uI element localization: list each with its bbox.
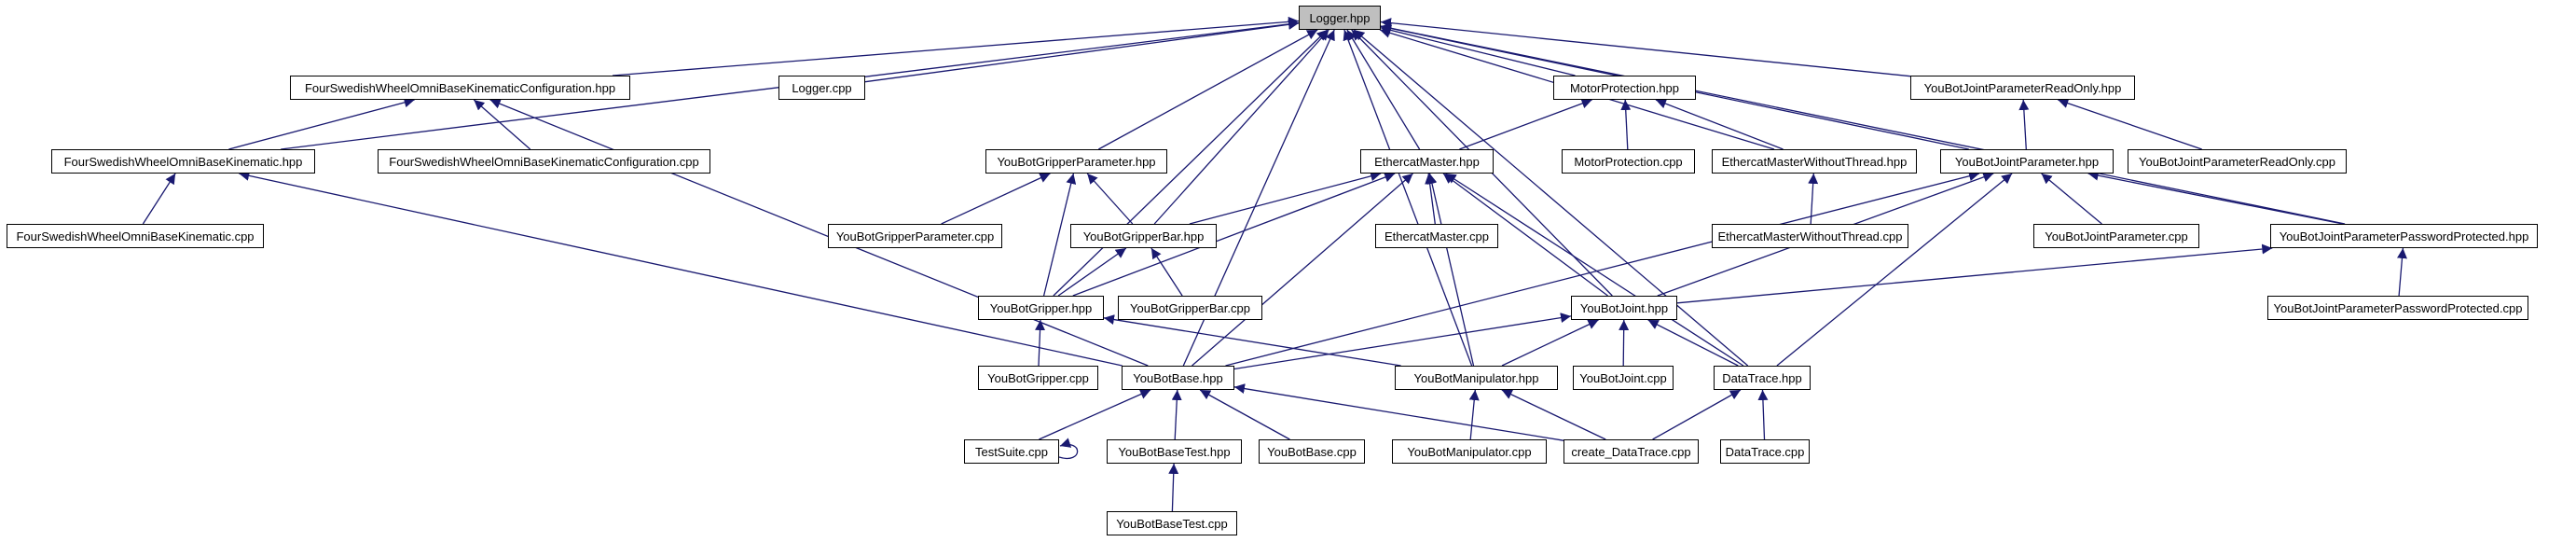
- edge-ybjppp_cpp-to-ybjppp_hpp: [2396, 247, 2407, 297]
- node-youbotjoint-cpp[interactable]: YouBotJoint.cpp: [1573, 366, 1674, 390]
- edge-ybjpro_hpp-to-logger_hpp: [1380, 18, 1911, 77]
- edge-ybj_cpp-to-ybj_hpp: [1619, 319, 1630, 367]
- node-logger-hpp[interactable]: Logger.hpp: [1299, 6, 1381, 30]
- edge-ybbt_hpp-to-ybb_hpp: [1171, 389, 1182, 440]
- edge-ybm_hpp-to-ybg_hpp: [1103, 314, 1401, 367]
- node-youbotmanipulator-hpp[interactable]: YouBotManipulator.hpp: [1395, 366, 1558, 390]
- edge-ybjppp_hpp-to-logger_hpp: [1380, 22, 2346, 225]
- node-youbotjointparameter-hpp[interactable]: YouBotJointParameter.hpp: [1940, 149, 2114, 174]
- edge-ybg_cpp-to-ybg_hpp: [1035, 319, 1046, 367]
- edge-ethmaster_hpp-to-logger_hpp: [1346, 29, 1421, 150]
- edge-cdt_cpp-to-ybm_hpp: [1501, 389, 1606, 440]
- node-motorprotection-cpp[interactable]: MotorProtection.cpp: [1562, 149, 1695, 174]
- edge-motorprot_cpp-to-motorprot_hpp: [1620, 99, 1632, 150]
- node-create-datatrace-cpp[interactable]: create_DataTrace.cpp: [1564, 439, 1699, 464]
- node-youbotbasetest-cpp[interactable]: YouBotBaseTest.cpp: [1107, 511, 1237, 535]
- edge-ybgp_cpp-to-ybgp_hpp: [941, 173, 1051, 225]
- edge-ybjp_cpp-to-ybjp_hpp: [2041, 173, 2102, 225]
- edge-ybm_cpp-to-ybm_hpp: [1468, 389, 1480, 440]
- node-datatrace-cpp[interactable]: DataTrace.cpp: [1720, 439, 1810, 464]
- edge-ybgb_cpp-to-ybgb_hpp: [1150, 247, 1183, 297]
- node-youbotgripperparameter-hpp[interactable]: YouBotGripperParameter.hpp: [985, 149, 1167, 174]
- edge-dt_cpp-to-dt_hpp: [1757, 389, 1769, 440]
- edge-ybb_hpp-to-fswobk_hpp: [239, 170, 1123, 367]
- node-ethercatmasterwithoutthread-hpp[interactable]: EthercatMasterWithoutThread.hpp: [1712, 149, 1917, 174]
- edge-ybg_hpp-to-ybgp_hpp: [1042, 173, 1077, 297]
- edge-ybb_hpp-to-ybjp_hpp: [1225, 171, 1980, 367]
- node-datatrace-hpp[interactable]: DataTrace.hpp: [1714, 366, 1811, 390]
- edge-fswobkc_cpp-to-fswobkc_hpp: [473, 99, 531, 150]
- edge-ybb_hpp-to-fswobkc_hpp: [489, 99, 1149, 367]
- edge-ybb_hpp-to-ybj_hpp: [1233, 313, 1572, 370]
- node-youbotbase-cpp[interactable]: YouBotBase.cpp: [1259, 439, 1365, 464]
- edge-ybbt_cpp-to-ybbt_hpp: [1168, 463, 1179, 512]
- edge-ybgb_hpp-to-ethmaster_hpp: [1189, 171, 1382, 225]
- edge-ybg_hpp-to-ethmaster_hpp: [1072, 172, 1396, 297]
- node-fswobkc-hpp[interactable]: FourSwedishWheelOmniBaseKinematicConfigu…: [290, 76, 630, 100]
- node-youbotjointparameter-cpp[interactable]: YouBotJointParameter.cpp: [2033, 224, 2199, 248]
- node-fswobkc-cpp[interactable]: FourSwedishWheelOmniBaseKinematicConfigu…: [378, 149, 710, 174]
- edge-ybg_hpp-to-ybgb_hpp: [1057, 247, 1127, 297]
- edge-ethmaster_hpp-to-motorprot_hpp: [1459, 98, 1592, 150]
- edge-fswobkc_hpp-to-logger_hpp: [612, 16, 1300, 76]
- edge-motorprot_hpp-to-logger_hpp: [1380, 25, 1576, 76]
- edge-dt_hpp-to-ybj_hpp: [1647, 319, 1739, 367]
- node-youbotgripperbar-cpp[interactable]: YouBotGripperBar.cpp: [1118, 296, 1262, 320]
- node-youbotjointparameterreadonly-cpp[interactable]: YouBotJointParameterReadOnly.cpp: [2128, 149, 2347, 174]
- edge-fswobk_cpp-to-fswobk_hpp: [142, 173, 176, 225]
- node-logger-cpp[interactable]: Logger.cpp: [778, 76, 865, 100]
- node-ethercatmaster-cpp[interactable]: EthercatMaster.cpp: [1375, 224, 1498, 248]
- node-youbotmanipulator-cpp[interactable]: YouBotManipulator.cpp: [1392, 439, 1547, 464]
- edge-ybgb_hpp-to-ybgp_hpp: [1086, 173, 1134, 225]
- edge-emwt_hpp-to-motorprot_hpp: [1655, 98, 1784, 150]
- node-youbotgripper-hpp[interactable]: YouBotGripper.hpp: [978, 296, 1104, 320]
- edge-ts_cpp-to-ts_cpp: [1058, 438, 1079, 460]
- node-youbotjoint-hpp[interactable]: YouBotJoint.hpp: [1571, 296, 1677, 320]
- edge-ts_cpp-to-ybb_hpp: [1039, 389, 1151, 440]
- edge-cdt_cpp-to-ybb_hpp: [1233, 383, 1564, 441]
- node-youbotbase-hpp[interactable]: YouBotBase.hpp: [1122, 366, 1234, 390]
- edge-ybm_hpp-to-logger_hpp: [1343, 29, 1473, 367]
- edge-dt_hpp-to-ethmaster_hpp: [1445, 173, 1744, 367]
- edge-ybjppp_hpp-to-ybjp_hpp: [2087, 170, 2343, 225]
- edge-fswobk_hpp-to-fswobkc_hpp: [228, 97, 415, 150]
- edge-ybgp_hpp-to-logger_hpp: [1097, 29, 1318, 150]
- edge-ybm_hpp-to-ybj_hpp: [1501, 319, 1599, 367]
- node-fswobk-hpp[interactable]: FourSwedishWheelOmniBaseKinematic.hpp: [51, 149, 315, 174]
- edge-ybg_hpp-to-logger_hpp: [1053, 29, 1329, 297]
- node-testsuite-cpp[interactable]: TestSuite.cpp: [964, 439, 1059, 464]
- node-youbotgripper-cpp[interactable]: YouBotGripper.cpp: [978, 366, 1098, 390]
- node-youbotjointparameterpasswordprotected-hpp[interactable]: YouBotJointParameterPasswordProtected.hp…: [2270, 224, 2538, 248]
- edge-logger_cpp-to-logger_hpp: [864, 19, 1300, 83]
- edge-emwt_cpp-to-emwt_hpp: [1808, 173, 1819, 225]
- node-youbotgripperbar-hpp[interactable]: YouBotGripperBar.hpp: [1070, 224, 1217, 248]
- edge-ybjpro_cpp-to-ybjpro_hpp: [2058, 98, 2202, 150]
- node-youbotjointparameterreadonly-hpp[interactable]: YouBotJointParameterReadOnly.hpp: [1910, 76, 2135, 100]
- edge-dt_hpp-to-ybjp_hpp: [1776, 173, 2013, 367]
- edge-ybgb_hpp-to-logger_hpp: [1153, 29, 1329, 225]
- node-youbotjointparameterpasswordprotected-cpp[interactable]: YouBotJointParameterPasswordProtected.cp…: [2267, 296, 2528, 320]
- edge-cdt_cpp-to-dt_hpp: [1652, 389, 1742, 440]
- edge-ybb_hpp-to-ethmaster_hpp: [1192, 173, 1413, 367]
- edge-ybm_hpp-to-ethmaster_hpp: [1426, 173, 1475, 367]
- edge-ybjp_hpp-to-ybjpro_hpp: [2018, 99, 2030, 150]
- edge-dt_hpp-to-logger_hpp: [1353, 29, 1749, 367]
- node-ethercatmaster-hpp[interactable]: EthercatMaster.hpp: [1360, 149, 1494, 174]
- node-youbotgripperparameter-cpp[interactable]: YouBotGripperParameter.cpp: [828, 224, 1002, 248]
- node-motorprotection-hpp[interactable]: MotorProtection.hpp: [1553, 76, 1696, 100]
- edge-ybj_hpp-to-ybjppp_hpp: [1676, 243, 2273, 304]
- node-fswobk-cpp[interactable]: FourSwedishWheelOmniBaseKinematic.cpp: [7, 224, 264, 248]
- node-ethercatmasterwithoutthread-cpp[interactable]: EthercatMasterWithoutThread.cpp: [1712, 224, 1908, 248]
- node-youbotbasetest-hpp[interactable]: YouBotBaseTest.hpp: [1107, 439, 1242, 464]
- edge-ybb_cpp-to-ybb_hpp: [1199, 389, 1290, 440]
